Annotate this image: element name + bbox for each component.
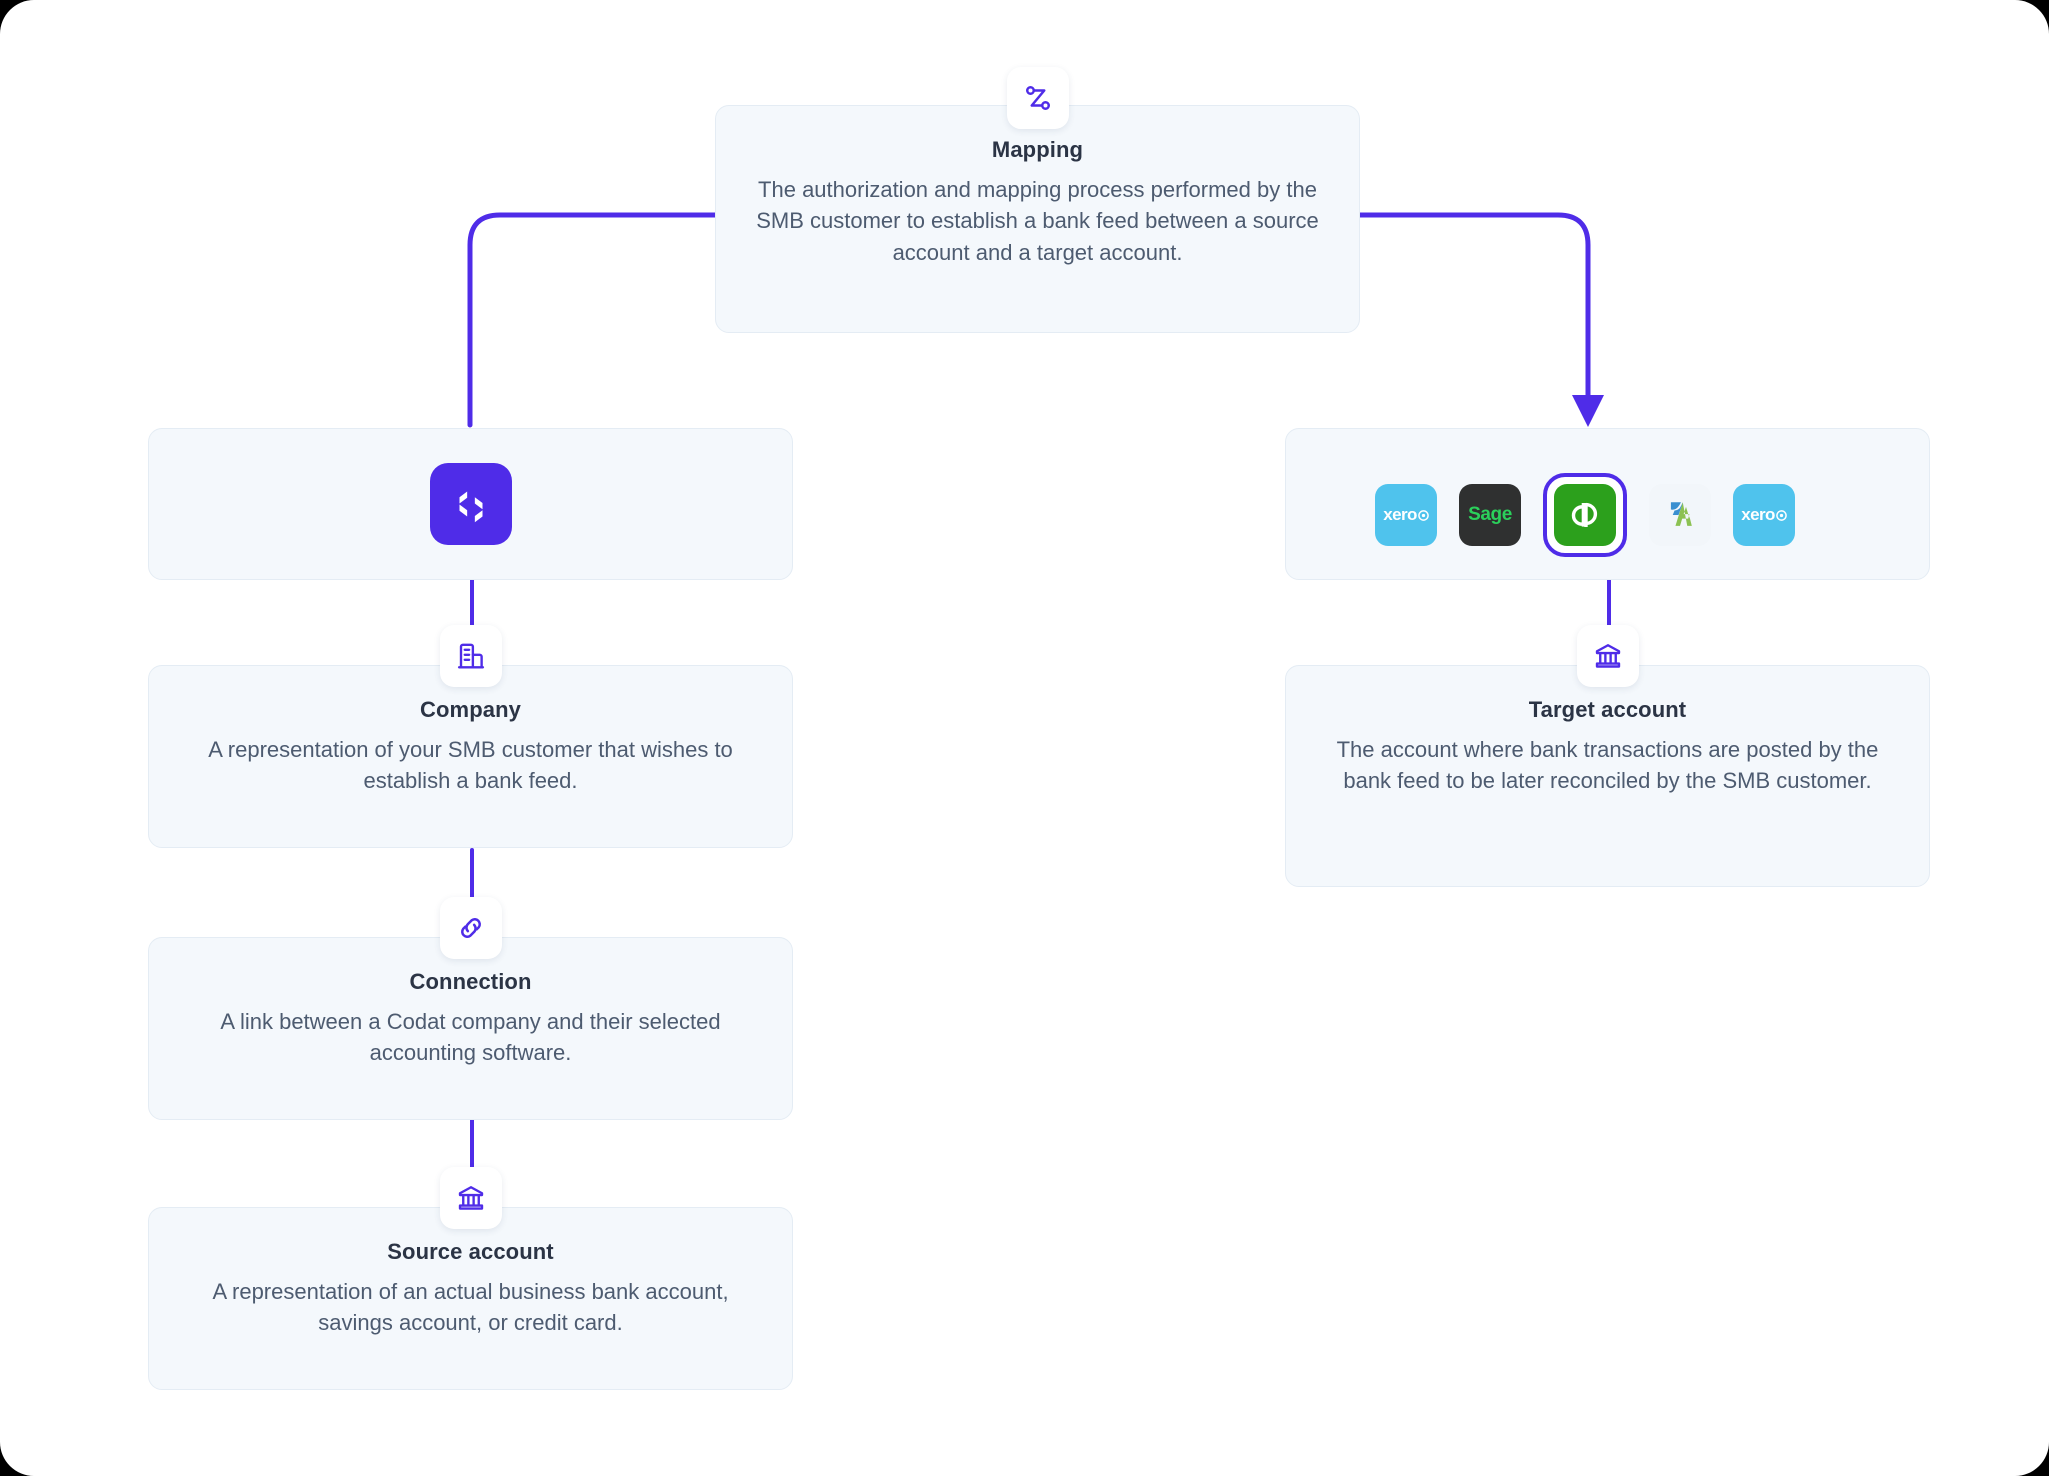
xero-logo-icon: xero: [1741, 505, 1787, 525]
xero-dot-icon: [1775, 509, 1787, 521]
card-target-account[interactable]: Target account The account where bank tr…: [1285, 665, 1930, 887]
quickbooks-qb-glyph: [1571, 502, 1598, 527]
codat-logo-icon: [430, 463, 512, 545]
connector-codat-to-company: [470, 578, 474, 660]
card-connection-title: Connection: [409, 969, 532, 994]
target-account-bank-icon-badge: [1577, 625, 1639, 687]
card-mapping-description: The authorization and mapping process pe…: [756, 176, 1319, 266]
bank-icon: [1595, 644, 1621, 668]
integration-logo-xero-1[interactable]: xero: [1375, 484, 1437, 546]
integration-logo-freeagent[interactable]: [1649, 484, 1711, 546]
card-source-account-title: Source account: [387, 1239, 554, 1264]
integration-logo-xero-2[interactable]: xero: [1733, 484, 1795, 546]
integration-logo-sage[interactable]: Sage: [1459, 484, 1521, 546]
card-mapping-title: Mapping: [991, 137, 1084, 162]
card-connection-description: A link between a Codat company and their…: [220, 1008, 721, 1066]
connector-integrations-to-target: [1607, 578, 1611, 660]
card-source-account-description: A representation of an actual business b…: [212, 1278, 729, 1336]
connector-mapping-to-integrations: [1355, 212, 1604, 427]
source-account-bank-icon-badge: [440, 1167, 502, 1229]
company-building-icon-badge: [440, 625, 502, 687]
mapping-nodes-icon: [1026, 86, 1050, 110]
card-connection[interactable]: Connection A link between a Codat compan…: [148, 937, 793, 1120]
card-mapping[interactable]: Mapping The authorization and mapping pr…: [715, 105, 1360, 333]
connector-company-to-connection: [470, 848, 474, 932]
card-company[interactable]: Company A representation of your SMB cus…: [148, 665, 793, 848]
building-icon: [457, 643, 485, 669]
connection-link-icon-badge: [440, 897, 502, 959]
bank-icon: [458, 1186, 484, 1210]
sage-logo-icon: Sage: [1468, 504, 1512, 525]
link-icon: [461, 918, 481, 938]
mapping-nodes-icon-badge: [1007, 67, 1069, 129]
card-company-title: Company: [420, 697, 521, 722]
integration-logo-quickbooks-selected[interactable]: [1543, 473, 1627, 557]
card-company-description: A representation of your SMB customer th…: [208, 736, 733, 794]
quickbooks-logo-icon: [1554, 484, 1616, 546]
freeagent-logo-icon: [1670, 502, 1692, 526]
connector-connection-to-source: [470, 1118, 474, 1202]
xero-logo-icon: xero: [1383, 505, 1429, 525]
code-brackets-icon: [459, 491, 483, 523]
card-target-account-description: The account where bank transactions are …: [1336, 736, 1879, 794]
card-source-account[interactable]: Source account A representation of an ac…: [148, 1207, 793, 1390]
card-target-account-title: Target account: [1528, 697, 1687, 722]
integration-logo-row: xero Sage: [1375, 473, 1795, 557]
xero-dot-icon: [1417, 509, 1429, 521]
